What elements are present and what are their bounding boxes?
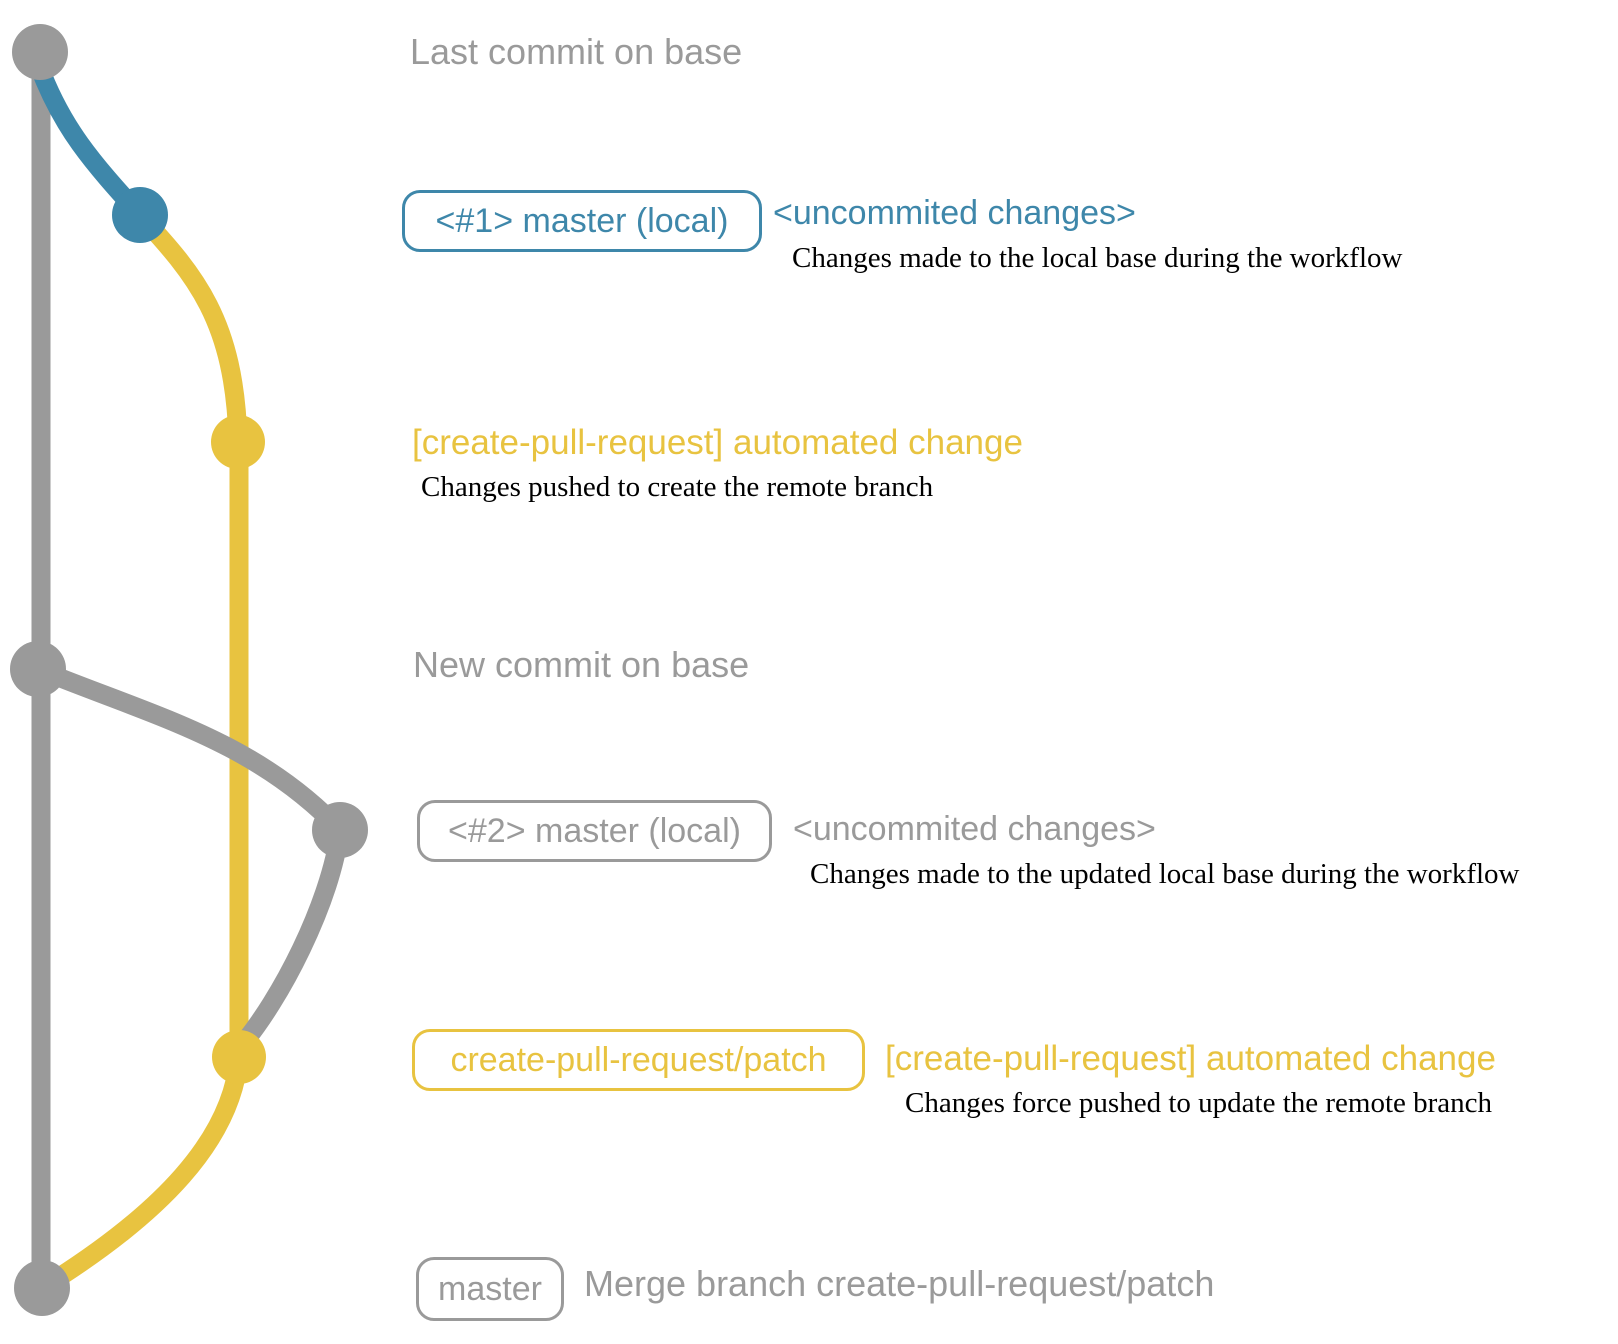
commit-node-new-base [10, 641, 66, 697]
automated-change-label-1: [create-pull-request] automated change [412, 423, 1023, 462]
badge-master-local-1: <#1> master (local) [402, 190, 762, 252]
description-local-changes-1: Changes made to the local base during th… [792, 242, 1403, 274]
last-commit-label: Last commit on base [410, 31, 743, 72]
edge-merge-branch [32, 1047, 249, 1298]
edge-push-to-remote-branch [130, 205, 248, 452]
badge-master-local-1-text: <#1> master (local) [435, 202, 729, 240]
description-force-push: Changes force pushed to update the remot… [905, 1087, 1493, 1119]
merge-branch-label: Merge branch create-pull-request/patch [584, 1263, 1215, 1304]
commit-node-local-2 [312, 802, 368, 858]
uncommitted-changes-label-2: <uncommited changes> [793, 810, 1156, 848]
badge-master-local-2-text: <#2> master (local) [448, 812, 741, 850]
commit-node-local-1 [112, 187, 168, 243]
commit-node-force-pushed [212, 1030, 266, 1084]
badge-create-pull-request-patch-text: create-pull-request/patch [450, 1041, 827, 1079]
edge-force-push [231, 820, 350, 1056]
description-local-changes-2: Changes made to the updated local base d… [810, 858, 1520, 890]
new-commit-label: New commit on base [413, 644, 750, 685]
badge-master: master [416, 1257, 564, 1321]
badge-create-pull-request-patch: create-pull-request/patch [412, 1029, 865, 1091]
badge-master-text: master [438, 1270, 542, 1308]
commit-node-last-base [12, 24, 68, 80]
commit-node-merge [14, 1260, 70, 1316]
badge-master-local-2: <#2> master (local) [417, 800, 772, 862]
description-push-create: Changes pushed to create the remote bran… [421, 471, 934, 503]
uncommitted-changes-label-1: <uncommited changes> [773, 194, 1136, 232]
commit-node-pushed [211, 415, 265, 469]
automated-change-label-2: [create-pull-request] automated change [885, 1039, 1496, 1078]
edge-local-changes-2 [28, 659, 350, 840]
